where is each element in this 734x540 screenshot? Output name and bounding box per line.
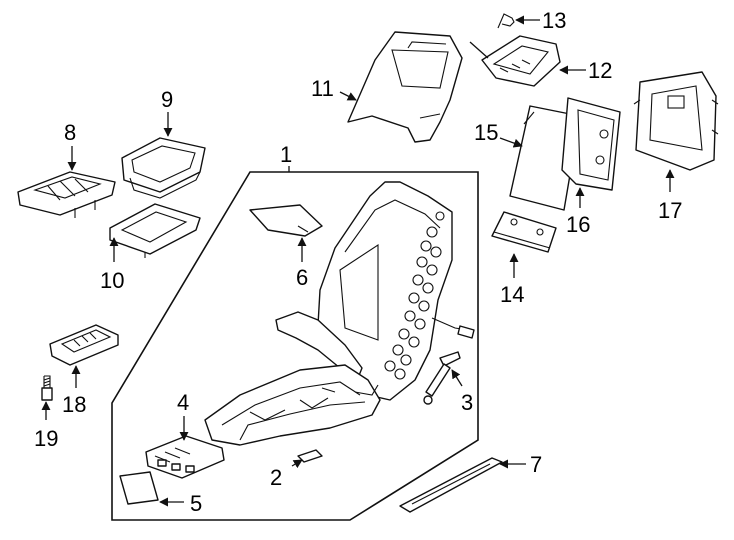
callout-11: 11 xyxy=(311,76,334,101)
part-15-foam-pad xyxy=(509,105,581,211)
part-6-pad xyxy=(249,204,323,237)
callout-16: 16 xyxy=(566,212,590,237)
part-10-tray-frame xyxy=(109,203,201,258)
callout-14: 14 xyxy=(500,282,524,307)
part-3-gas-strut xyxy=(423,351,461,405)
seat-assembly xyxy=(204,181,475,446)
part-7-trim-strip xyxy=(399,457,503,513)
callout-4: 4 xyxy=(177,390,189,415)
part-13-hook xyxy=(497,13,515,29)
part-9-storage-bin xyxy=(121,137,206,199)
callout-1: 1 xyxy=(280,142,292,167)
callout-2: 2 xyxy=(270,465,282,490)
callout-19: 19 xyxy=(34,426,58,451)
part-8-tray-base xyxy=(17,171,116,218)
leader-lines xyxy=(41,15,675,507)
callout-8: 8 xyxy=(64,120,76,145)
assembly-outline xyxy=(111,171,479,521)
callout-6: 6 xyxy=(296,265,308,290)
callout-7: 7 xyxy=(530,452,542,477)
part-19-bolt xyxy=(41,375,53,401)
callout-9: 9 xyxy=(161,87,173,112)
part-14-bracket xyxy=(491,211,557,253)
callout-5: 5 xyxy=(190,491,202,516)
part-5-cover-strip xyxy=(119,471,159,505)
callout-12: 12 xyxy=(588,58,612,83)
part-17-module xyxy=(633,71,719,171)
callout-13: 13 xyxy=(542,8,566,33)
part-11-back-cover xyxy=(347,31,463,143)
callout-10: 10 xyxy=(100,268,124,293)
callout-18: 18 xyxy=(62,392,86,417)
callout-3: 3 xyxy=(461,390,473,415)
part-12-bracket xyxy=(469,35,561,87)
callout-15: 15 xyxy=(474,120,498,145)
part-4-control-module xyxy=(145,435,225,479)
part-16-panel xyxy=(561,97,621,191)
callout-17: 17 xyxy=(658,198,682,223)
part-18-switch-module xyxy=(49,324,119,366)
